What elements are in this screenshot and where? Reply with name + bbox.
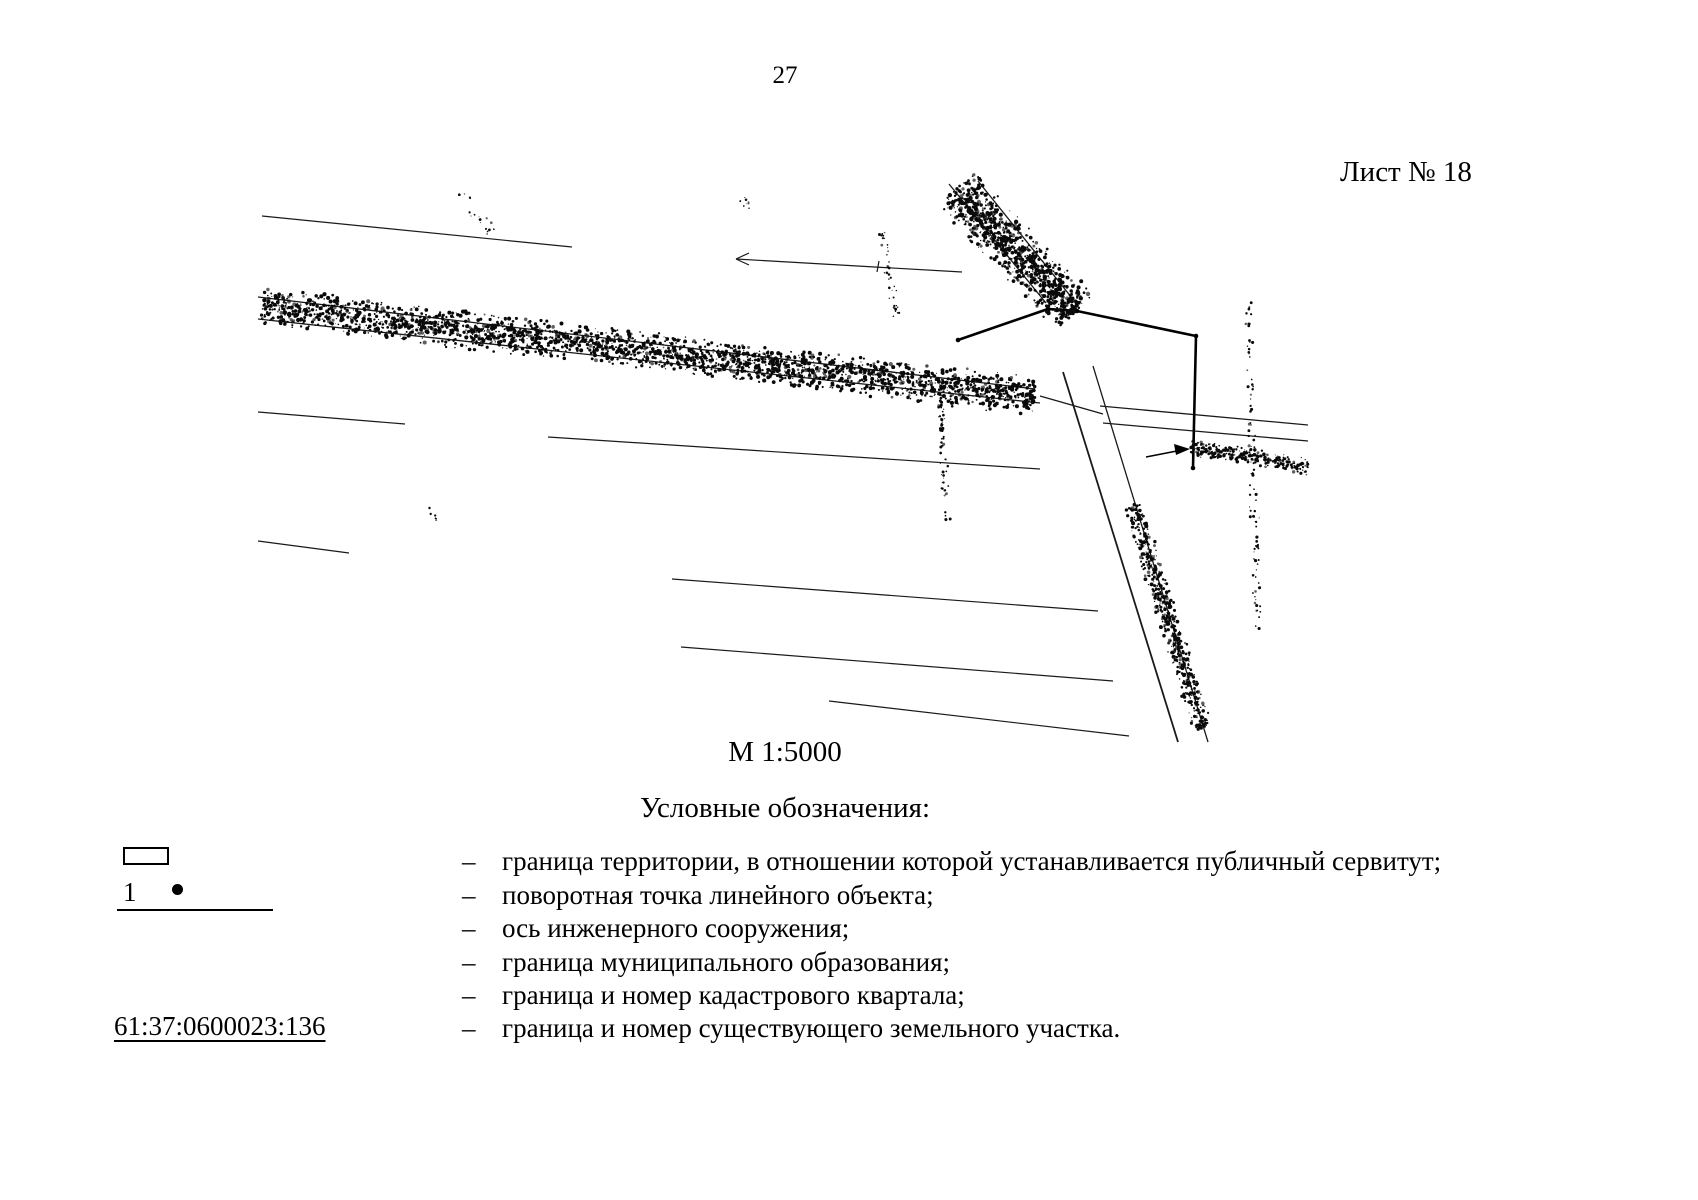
territory-boundary-symbol	[123, 847, 169, 865]
vegetation-speckle-texture	[259, 173, 1310, 731]
legend-item: – ось инженерного сооружения;	[462, 912, 1512, 945]
legend-item: – граница территории, в отношении которо…	[462, 845, 1512, 878]
legend-dash: –	[462, 846, 476, 876]
legend-dash: –	[462, 980, 476, 1010]
parcel-number-symbol: 61:37:0600023:136	[114, 1011, 326, 1041]
legend-dash: –	[462, 880, 476, 910]
page-number: 27	[772, 62, 798, 89]
legend-item: – поворотная точка линейного объекта;	[462, 879, 1512, 912]
turning-point-arrow	[1145, 444, 1190, 458]
legend-item-label: поворотная точка линейного объекта;	[502, 880, 934, 910]
legend-title: Условные обозначения:	[639, 792, 931, 824]
servitude-boundary	[955, 306, 1199, 471]
road-edge-lines	[257, 180, 1309, 743]
legend-item-label: граница и номер кадастрового квартала;	[502, 980, 965, 1010]
legend-dash: –	[462, 913, 476, 943]
legend-item: – граница и номер существующего земельно…	[462, 1012, 1512, 1045]
field-boundary-lines	[257, 215, 1130, 737]
map-scale-label: М 1:5000	[728, 736, 842, 768]
turning-point-dot-symbol	[172, 884, 183, 895]
sheet-label: Лист № 18	[1340, 156, 1472, 188]
legend-dash: –	[462, 1013, 476, 1043]
legend-item-label: граница и номер существующего земельного…	[502, 1013, 1121, 1043]
legend-dash: –	[462, 947, 476, 977]
legend-item: – граница и номер кадастрового квартала;	[462, 979, 1512, 1012]
legend-item: – граница муниципального образования;	[462, 946, 1512, 979]
legend-item-label: граница территории, в отношении которой …	[502, 846, 1442, 876]
axis-line-symbol	[117, 909, 273, 912]
legend-item-label: граница муниципального образования;	[502, 947, 951, 977]
turning-point-number-symbol: 1	[123, 877, 137, 907]
legend-item-label: ось инженерного сооружения;	[502, 913, 850, 943]
